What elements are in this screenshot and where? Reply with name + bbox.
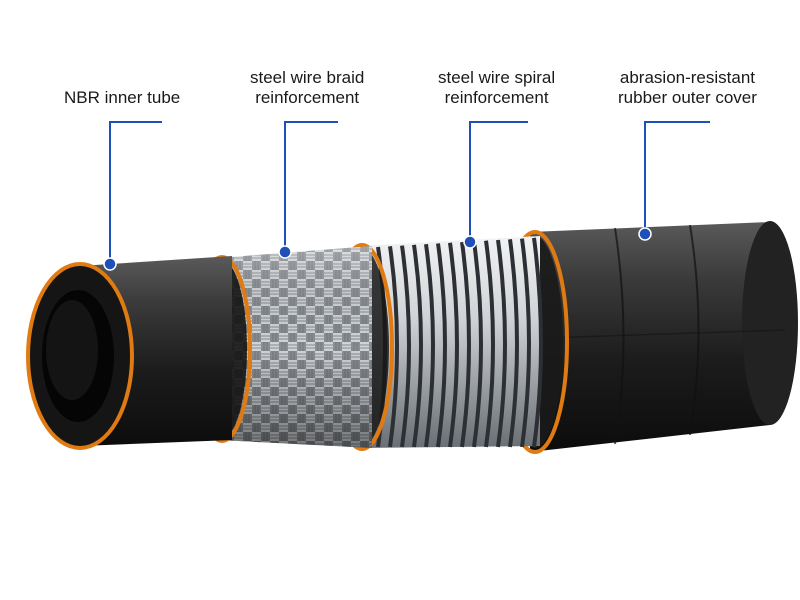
- label-cover-line-1: abrasion-resistant: [619, 68, 756, 87]
- label-spiral: steel wire spiral reinforcement: [438, 68, 555, 108]
- spiral-wire-groove: [472, 241, 483, 448]
- markers: [103, 227, 652, 271]
- label-cover-line-2: rubber outer cover: [618, 88, 757, 107]
- marker-spiral: [463, 235, 477, 249]
- spiral-wire-groove: [400, 245, 411, 448]
- leader-cover: [644, 121, 710, 234]
- label-cover: abrasion-resistant rubber outer cover: [618, 68, 757, 108]
- marker-cover: [638, 227, 652, 241]
- leader-inner-tube: [109, 121, 162, 264]
- spiral-wire-groove: [436, 243, 447, 448]
- spiral-wire-groove: [520, 238, 531, 448]
- label-braid-line-1: steel wire braid: [250, 68, 365, 87]
- leaders: [109, 121, 710, 264]
- label-braid: steel wire braid reinforcement: [250, 68, 364, 108]
- label-inner-tube-line: NBR inner tube: [64, 88, 181, 107]
- spiral-wire-groove: [484, 240, 495, 448]
- spiral-wire-groove: [412, 244, 423, 448]
- label-spiral-line-1: steel wire spiral: [438, 68, 556, 87]
- spiral-wire-groove: [460, 241, 471, 448]
- outer-cover-layer: [501, 221, 798, 454]
- spiral-wire-groove: [496, 239, 507, 448]
- spiral-wire-groove: [532, 237, 543, 448]
- spiral-wire-groove: [388, 246, 399, 448]
- spiral-wire-groove: [424, 243, 435, 448]
- leader-spiral: [469, 121, 528, 242]
- marker-inner-tube: [103, 257, 117, 271]
- label-spiral-line-2: reinforcement: [444, 88, 549, 107]
- label-inner-tube: NBR inner tube: [64, 88, 180, 108]
- inner-tube-layer: [26, 256, 232, 450]
- spiral-wire-groove: [508, 239, 519, 448]
- marker-braid: [278, 245, 292, 259]
- braid-layer: [192, 246, 372, 448]
- leader-braid: [284, 121, 338, 252]
- spiral-wire-groove: [448, 242, 459, 448]
- label-braid-line-2: reinforcement: [255, 88, 360, 107]
